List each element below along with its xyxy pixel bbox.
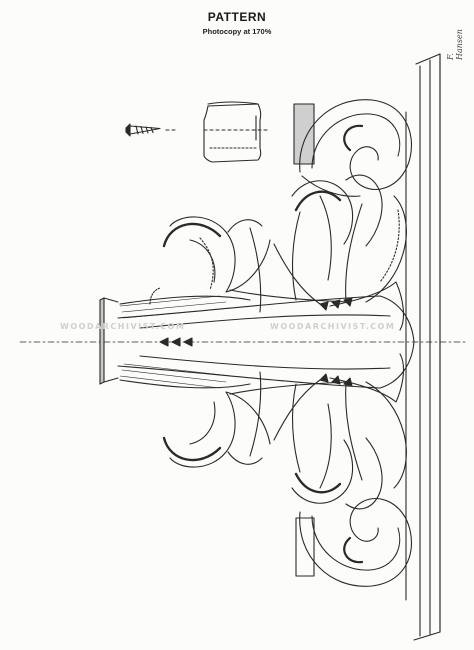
artist-signature: F. Hansen	[446, 29, 464, 60]
top-bracket-block	[293, 103, 315, 165]
watermark-left: WOODARCHIVIST.COM	[60, 322, 186, 331]
lower-acanthus-leaves	[119, 371, 407, 510]
backboard-moulding	[405, 53, 441, 641]
stem-block	[99, 297, 119, 385]
central-leaf	[117, 281, 415, 403]
watermark-right: WOODARCHIVIST.COM	[270, 322, 396, 331]
stem-hatching	[119, 295, 233, 389]
page-subtitle: Photocopy at 170%	[202, 27, 272, 36]
upper-volute	[299, 99, 412, 197]
mounting-block	[203, 101, 271, 163]
lower-volute	[299, 497, 412, 587]
upper-acanthus-leaves	[119, 174, 407, 313]
bottom-bracket-block	[295, 517, 315, 577]
page-title: PATTERN	[207, 10, 267, 24]
screw-icon	[125, 123, 179, 137]
